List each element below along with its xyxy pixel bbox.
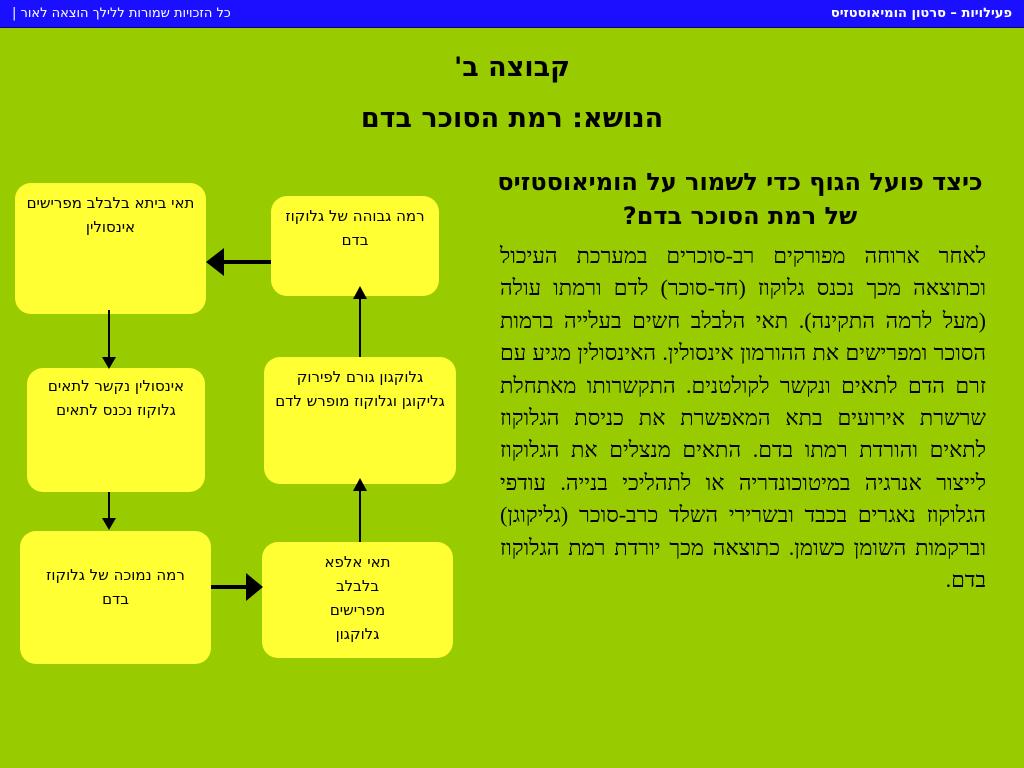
group-title: קבוצה ב' — [454, 52, 570, 83]
box-high-glucose: רמה גבוהה של גלוקוז בדם — [271, 196, 439, 296]
arrow-glucagon-to-high — [353, 286, 367, 357]
box-glucagon: גלוקגון גורם לפירוק גליקוגן וגלוקוז מופר… — [264, 357, 456, 484]
box-insulin-binds: אינסולין נקשר לתאים גלוקוז נכנס לתאים — [27, 368, 205, 492]
copyright-text: כל הזכויות שמורות ללילך הוצאה לאור | — [12, 6, 231, 21]
arrow-high-to-beta — [206, 248, 271, 276]
box-beta-cells: תאי ביתא בלבלב מפרישים אינסולין — [15, 183, 206, 314]
arrow-insulin-to-low — [102, 492, 116, 530]
box-alpha-cells: תאי אלפא בלבלב מפרישים גלוקגון — [262, 542, 453, 658]
arrow-low-to-alpha — [211, 573, 263, 601]
side-paragraph: לאחר ארוחה מפורקים רב-סוכרים במערכת העיכ… — [500, 243, 986, 593]
topic-title: הנושא: רמת הסוכר בדם — [360, 103, 664, 134]
top-bar: פעילויות – סרטון הומיאוסטזיס כל הזכויות … — [0, 0, 1024, 28]
arrow-alpha-to-glucagon — [353, 478, 367, 542]
arrow-beta-to-insulin — [102, 310, 116, 369]
box-low-glucose: רמה נמוכה של גלוקוז בדם — [20, 531, 211, 664]
side-question: כיצד פועל הגוף כדי לשמור על הומיאוסטזיס … — [497, 168, 983, 230]
header-title: פעילויות – סרטון הומיאוסטזיס — [830, 6, 1012, 21]
